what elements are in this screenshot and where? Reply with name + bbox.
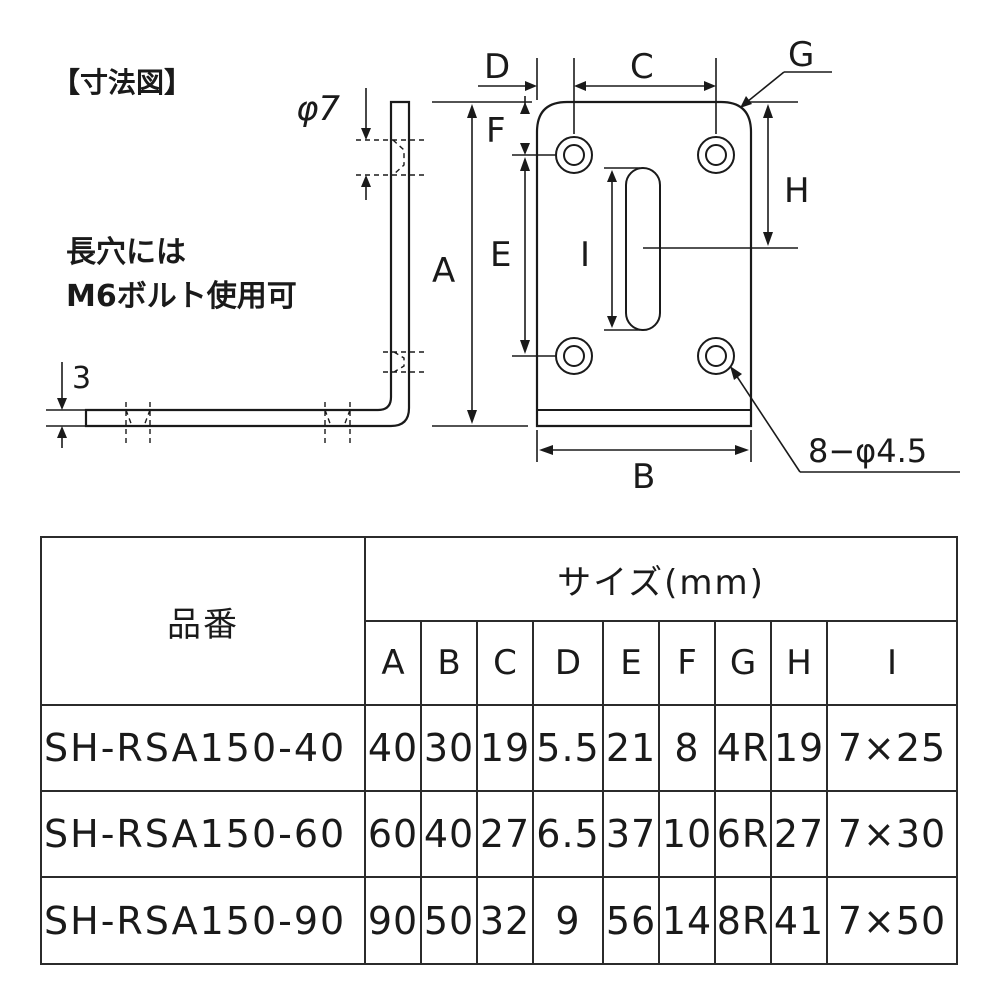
size-cell: 37 [602,790,660,878]
side-hole-upper [356,139,428,176]
dim-b-arrow-right [735,445,749,455]
column-header-i: I [825,620,959,706]
dim-e-label: E [490,235,511,275]
column-header-h: H [770,620,828,706]
size-cell: 27 [476,790,534,878]
part-number-header: 品番 [40,536,366,706]
size-cell: 30 [420,704,478,792]
thickness-label: 3 [72,361,91,396]
dim-f-label: F [486,111,506,151]
front-view [535,100,753,428]
column-header-c: C [476,620,534,706]
dim-c-arrow-right [704,81,716,91]
dim-b-arrow-left [539,445,553,455]
dim-a-arrow-bottom [467,410,477,424]
dim-a-arrow-top [467,104,477,118]
dim-i-arrow-top [607,170,617,182]
dim-c-label: C [630,47,654,87]
size-cell: 40 [364,704,422,792]
plate-outline [535,100,753,428]
column-header-d: D [532,620,604,706]
dim-i-label: I [580,235,590,275]
phi-arrow-bottom [361,175,371,187]
part-number-cell: SH-RSA150-90 [40,876,366,965]
side-view: φ7 3 [46,88,428,448]
column-header-f: F [658,620,716,706]
dimension-diagram: 【寸法図】 φ7 3 長穴には M6ボルト使用可 [46,35,960,497]
column-header-g: G [714,620,772,706]
part-number-cell: SH-RSA150-60 [40,790,366,878]
size-cell: 6R [714,790,772,878]
holes-leader-arrow [730,366,742,380]
size-cell: 19 [770,704,828,792]
dim-g-label: G [788,35,814,75]
table-row: SH-RSA150-60 60 40 27 6.5 37 10 6R 27 7×… [40,790,959,878]
side-hole-right [324,402,351,446]
size-cell: 4R [714,704,772,792]
size-cell: 7×25 [825,704,959,792]
dim-h-label: H [784,171,810,211]
size-cell: 8 [658,704,716,792]
table-row: SH-RSA150-40 40 30 19 5.5 21 8 4R 19 7×2… [40,704,959,792]
dim-i-arrow-bottom [607,316,617,328]
thickness-arrow-top [57,398,67,410]
size-cell: 40 [420,790,478,878]
size-cell: 41 [770,876,828,965]
size-cell: 60 [364,790,422,878]
slot-note-line1: 長穴には [66,235,186,270]
dim-d-arrow-right [574,81,586,91]
column-header-a: A [364,620,422,706]
size-cell: 14 [658,876,716,965]
mount-hole-tr [697,136,735,174]
mount-hole-br [697,337,735,375]
size-cell: 9 [532,876,604,965]
dim-h-arrow-top [763,104,773,118]
size-cell: 5.5 [532,704,604,792]
slot-note-line2: M6ボルト使用可 [66,279,297,314]
phi-arrow-top [361,128,371,140]
diagram-title: 【寸法図】 [52,66,192,99]
size-cell: 10 [658,790,716,878]
dim-a-label: A [432,251,455,291]
dim-h-arrow-bottom [763,232,773,246]
size-cell: 27 [770,790,828,878]
part-number-cell: SH-RSA150-40 [40,704,366,792]
size-cell: 19 [476,704,534,792]
size-cell: 8R [714,876,772,965]
size-cell: 56 [602,876,660,965]
side-hole-lower [383,351,428,373]
size-cell: 90 [364,876,422,965]
mount-hole-bl [555,337,593,375]
size-table: 品番 サイズ(mm) A B C D E F G H I SH-RSA150-4… [40,536,959,965]
table-row: SH-RSA150-90 90 50 32 9 56 14 8R 41 7×50 [40,876,959,965]
dim-f-arrow-bottom [520,143,530,155]
mount-hole-tl [555,136,593,174]
size-cell: 7×50 [825,876,959,965]
size-cell: 6.5 [532,790,604,878]
dim-d-arrow-left [525,81,537,91]
side-hole-left [125,402,151,446]
dim-e-arrow-top [520,157,530,171]
hole-diameter-label: φ7 [296,89,340,129]
size-cell: 50 [420,876,478,965]
size-cell: 21 [602,704,660,792]
dim-d-label: D [484,47,510,87]
dim-f-arrow-top [520,102,530,114]
size-cell: 32 [476,876,534,965]
size-header: サイズ(mm) [363,536,959,622]
dim-b-label: B [632,457,655,497]
long-slot [625,167,661,331]
dim-e-arrow-bottom [520,340,530,354]
dim-g-arrow [740,96,752,108]
column-header-e: E [602,620,660,706]
thickness-arrow-bottom [57,426,67,438]
size-cell: 7×30 [825,790,959,878]
column-header-b: B [420,620,478,706]
holes-spec-label: 8−φ4.5 [808,432,927,470]
